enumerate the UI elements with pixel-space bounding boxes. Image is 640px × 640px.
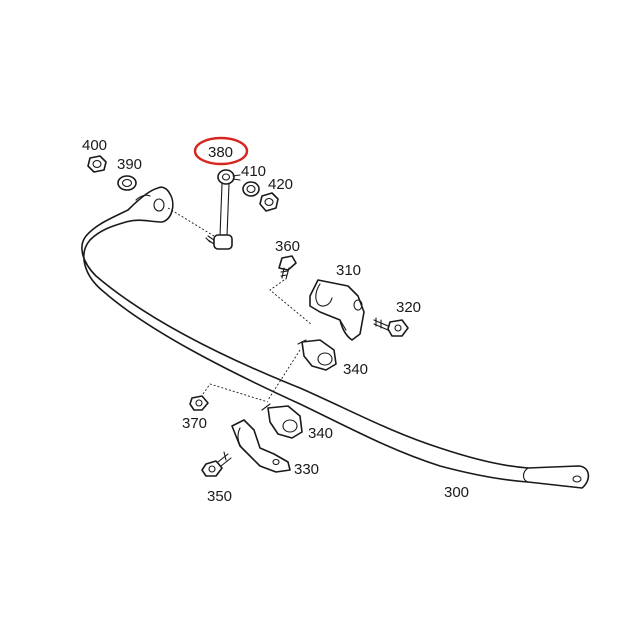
label-330[interactable]: 330 — [294, 461, 319, 478]
label-350[interactable]: 350 — [207, 488, 232, 505]
nut-420[interactable] — [259, 192, 279, 212]
bolt-360[interactable] — [269, 255, 313, 326]
nut-400[interactable] — [87, 155, 107, 173]
bolt-320[interactable] — [373, 317, 409, 337]
label-380[interactable]: 380 — [208, 144, 233, 161]
label-340-lower[interactable]: 340 — [308, 425, 333, 442]
label-370[interactable]: 370 — [182, 415, 207, 432]
label-420[interactable]: 420 — [268, 176, 293, 193]
washer-410[interactable] — [242, 181, 260, 197]
bracket-310[interactable] — [309, 279, 365, 341]
label-360[interactable]: 360 — [275, 238, 300, 255]
label-400[interactable]: 400 — [82, 137, 107, 154]
label-310[interactable]: 310 — [336, 262, 361, 279]
stabilizer-bar-300[interactable] — [81, 186, 590, 489]
bolt-350[interactable] — [201, 451, 232, 477]
label-300[interactable]: 300 — [444, 484, 469, 501]
label-320[interactable]: 320 — [396, 299, 421, 316]
bolt-370[interactable] — [189, 383, 269, 411]
highlight-ring-380 — [193, 136, 249, 166]
bracket-330[interactable] — [231, 419, 291, 473]
bushing-340-lower[interactable] — [261, 403, 303, 439]
bushing-340-upper[interactable] — [267, 339, 337, 401]
label-340-upper[interactable]: 340 — [343, 361, 368, 378]
label-390[interactable]: 390 — [117, 156, 142, 173]
stabilizer-link-380[interactable] — [167, 169, 241, 250]
label-410[interactable]: 410 — [241, 163, 266, 180]
washer-390[interactable] — [117, 175, 137, 191]
